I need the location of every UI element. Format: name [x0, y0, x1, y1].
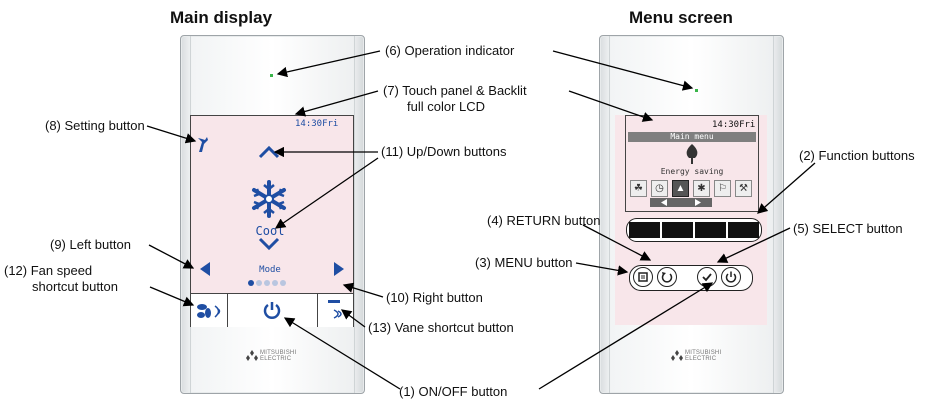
- menu-icon-3-selected[interactable]: ▲: [672, 180, 689, 197]
- fan-icon: [197, 304, 221, 318]
- device-face: [609, 36, 774, 393]
- arrow-onoff-main: [283, 317, 401, 390]
- menu-button[interactable]: [633, 267, 653, 287]
- operation-indicator-led: [695, 89, 698, 92]
- arrow-right: [342, 282, 384, 298]
- function-button-f3[interactable]: [695, 222, 726, 238]
- function-button-f4[interactable]: [728, 222, 759, 238]
- return-button[interactable]: [657, 267, 677, 287]
- menu-screen-area: 14:30Fri Main menu Energy saving ☘ ◷ ▲ ✱…: [615, 115, 767, 325]
- energy-saving-icon: [686, 144, 698, 164]
- triangle-left-icon[interactable]: [660, 199, 668, 206]
- brand-line1: MITSUBISHI: [685, 350, 722, 356]
- fan-speed-shortcut-button[interactable]: [191, 294, 228, 327]
- arrow-function: [757, 162, 816, 214]
- return-icon: [661, 272, 673, 283]
- label-return-button: (4) RETURN button: [487, 213, 601, 228]
- menu-icon: [638, 272, 648, 282]
- label-right-button: (10) Right button: [386, 290, 483, 305]
- power-icon: [725, 271, 737, 283]
- label-fan-speed-2: shortcut button: [32, 279, 118, 294]
- snowflake-icon: [252, 180, 286, 218]
- arrow-onoff-menu: [538, 282, 714, 390]
- arrow-operation-indicator-main: [276, 50, 381, 78]
- label-on-off-button: (1) ON/OFF button: [399, 384, 508, 399]
- mitsubishi-diamonds-icon: [246, 350, 258, 361]
- mitsubishi-diamonds-icon: [671, 350, 683, 361]
- wrench-icon[interactable]: [195, 136, 211, 154]
- menu-icon-6[interactable]: ⚒: [735, 180, 752, 197]
- menu-screen-lcd[interactable]: 14:30Fri Main menu Energy saving ☘ ◷ ▲ ✱…: [625, 115, 759, 212]
- arrow-touch-panel-main: [294, 90, 379, 117]
- label-fan-speed-1: (12) Fan speed: [4, 263, 93, 278]
- on-off-button[interactable]: [227, 294, 317, 327]
- main-display-screen[interactable]: 14:30Fri Cool Mode: [190, 115, 354, 327]
- arrow-down: [274, 157, 379, 229]
- triangle-right-icon[interactable]: [694, 199, 702, 206]
- operation-indicator-led: [270, 74, 273, 77]
- power-icon: [263, 302, 281, 319]
- menu-item-label: Energy saving: [660, 167, 724, 176]
- arrow-left: [148, 244, 195, 269]
- clock-text: 14:30Fri: [295, 119, 339, 129]
- mode-label-text: Mode: [259, 265, 281, 275]
- label-touch-panel-2: full color LCD: [407, 99, 486, 114]
- brand-line1: MITSUBISHI: [260, 350, 297, 356]
- on-off-button-menu[interactable]: [721, 267, 741, 287]
- menu-nav-bar: [650, 198, 712, 207]
- menu-icon-5[interactable]: ⚐: [714, 180, 731, 197]
- label-updown-buttons: (11) Up/Down buttons: [381, 144, 507, 159]
- arrow-operation-indicator-menu: [552, 50, 694, 91]
- check-icon: [702, 273, 712, 282]
- round-buttons-group: [629, 265, 753, 291]
- menu-header: Main menu: [628, 132, 756, 142]
- function-buttons-group: [626, 218, 762, 242]
- menu-clock-text: 14:30Fri: [712, 120, 756, 130]
- label-touch-panel-1: (7) Touch panel & Backlit: [383, 83, 527, 98]
- label-vane-shortcut: (13) Vane shortcut button: [368, 320, 514, 335]
- label-select-button: (5) SELECT button: [793, 221, 903, 236]
- menu-icon-1[interactable]: ☘: [630, 180, 647, 197]
- chevron-down-icon[interactable]: [257, 236, 281, 252]
- menu-icon-4[interactable]: ✱: [693, 180, 710, 197]
- page-indicator-dots: [248, 280, 286, 286]
- arrow-touch-panel-menu: [568, 90, 654, 122]
- label-left-button: (9) Left button: [50, 237, 131, 252]
- label-menu-button: (3) MENU button: [475, 255, 573, 270]
- brand-line2: ELECTRIC: [685, 356, 717, 362]
- arrow-select: [716, 227, 791, 263]
- function-button-f2[interactable]: [662, 222, 693, 238]
- brand-line2: ELECTRIC: [260, 356, 292, 362]
- triangle-right-icon[interactable]: [333, 262, 345, 276]
- label-setting-button: (8) Setting button: [45, 118, 145, 133]
- label-operation-indicator: (6) Operation indicator: [385, 43, 515, 58]
- menu-icon-2[interactable]: ◷: [651, 180, 668, 197]
- triangle-left-icon[interactable]: [199, 262, 211, 276]
- label-function-buttons: (2) Function buttons: [799, 148, 915, 163]
- arrow-return: [582, 224, 652, 261]
- arrow-fan: [149, 286, 195, 307]
- bottom-button-strip: [191, 293, 353, 327]
- arrow-menu: [575, 262, 629, 276]
- menu-screen-title: Menu screen: [629, 8, 733, 27]
- main-display-title: Main display: [170, 8, 273, 27]
- function-button-f1[interactable]: [629, 222, 660, 238]
- arrow-vane: [340, 309, 366, 328]
- arrow-setting: [146, 125, 197, 144]
